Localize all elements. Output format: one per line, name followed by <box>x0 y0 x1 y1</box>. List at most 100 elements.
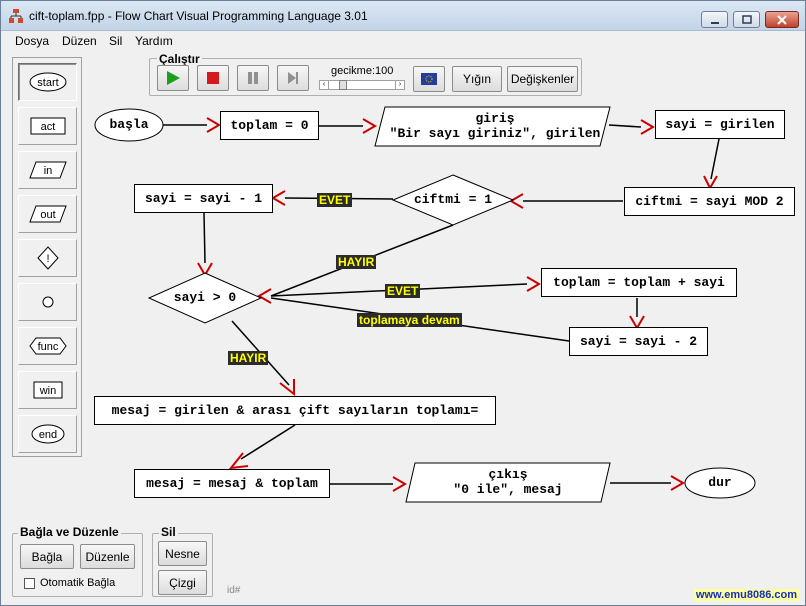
menu-bar: Dosya Düzen Sil Yardım <box>1 31 805 51</box>
output-node-title: çıkış <box>488 467 528 482</box>
menu-dosya[interactable]: Dosya <box>15 34 50 48</box>
node-mesaj-2[interactable]: mesaj = mesaj & toplam <box>134 469 330 498</box>
node-mesaj-1[interactable]: mesaj = girilen & arası çift sayıların t… <box>94 396 496 425</box>
edge-label-hayir: HAYIR <box>336 255 377 269</box>
output-node-body: "0 ile", mesaj <box>453 482 563 497</box>
win-shape-icon: win <box>33 381 62 399</box>
tool-win[interactable]: win <box>18 371 77 409</box>
svg-text:func: func <box>37 341 58 353</box>
svg-text:start: start <box>37 77 58 89</box>
minimize-icon <box>710 21 719 24</box>
slider-thumb[interactable] <box>338 80 347 90</box>
edge-giris-to-sayi[interactable] <box>608 124 642 128</box>
shape-toolbox: start act in out ! func win end <box>12 57 82 457</box>
slider-right-arrow[interactable]: › <box>395 81 404 89</box>
pause-button[interactable] <box>237 65 269 91</box>
connector-circle-icon <box>42 296 53 308</box>
delay-slider[interactable]: ‹ › <box>319 80 405 90</box>
node-ciftmi-mod[interactable]: ciftmi = sayi MOD 2 <box>624 187 795 216</box>
tool-act[interactable]: act <box>18 107 77 145</box>
node-toplam-0[interactable]: toplam = 0 <box>220 111 319 140</box>
step-button[interactable] <box>277 65 309 91</box>
tool-end[interactable]: end <box>18 415 77 453</box>
act-shape-icon: act <box>30 117 65 135</box>
tool-condition[interactable]: ! <box>18 239 77 277</box>
tool-connector[interactable] <box>18 283 77 321</box>
input-node[interactable] <box>374 106 611 147</box>
input-node-body: "Bir sayı giriniz", girilen <box>389 126 601 141</box>
menu-yardim[interactable]: Yardım <box>135 34 173 48</box>
variables-button[interactable]: Değişkenler <box>507 66 578 92</box>
input-node-title: giriş <box>475 111 515 126</box>
svg-text:end: end <box>38 429 56 441</box>
tool-out[interactable]: out <box>18 195 77 233</box>
slider-left-arrow[interactable]: ‹ <box>320 81 329 89</box>
decision-sayi-gt0[interactable] <box>147 272 263 324</box>
flowchart-app-icon <box>9 9 23 23</box>
output-node[interactable] <box>405 462 611 503</box>
stack-button[interactable]: Yığın <box>452 66 502 92</box>
connect-group-title: Bağla ve Düzenle <box>18 525 121 539</box>
auto-connect-label: Otomatik Bağla <box>40 577 116 589</box>
delete-line-button[interactable]: Çizgi <box>158 570 207 595</box>
end-node-label: dur <box>708 475 732 490</box>
decision-sayi-gt0-label: sayi > 0 <box>173 290 237 305</box>
delete-object-button[interactable]: Nesne <box>158 541 207 566</box>
edge-label-toplamaya-devam: toplamaya devam <box>357 313 462 327</box>
node-sayi-girilen[interactable]: sayi = girilen <box>655 110 785 139</box>
end-node[interactable] <box>684 467 756 499</box>
svg-text:!: ! <box>46 253 49 265</box>
close-button[interactable] <box>765 11 799 28</box>
tool-func[interactable]: func <box>18 327 77 365</box>
out-shape-icon: out <box>28 205 67 223</box>
tool-start[interactable]: start <box>18 63 77 101</box>
arrowhead-icon <box>392 476 407 492</box>
connect-button[interactable]: Bağla <box>20 544 74 569</box>
start-node-label: başla <box>109 117 149 132</box>
menu-duzen[interactable]: Düzen <box>62 34 97 48</box>
website-link[interactable]: www.emu8086.com <box>693 589 799 601</box>
node-sayi-minus-2[interactable]: sayi = sayi - 2 <box>569 327 708 356</box>
language-button[interactable] <box>413 66 445 92</box>
run-button[interactable] <box>157 65 189 91</box>
run-panel <box>149 58 582 96</box>
stop-icon <box>207 72 219 84</box>
window-title: cift-toplam.fpp - Flow Chart Visual Prog… <box>29 9 368 23</box>
step-icon <box>288 72 298 84</box>
arrowhead-icon <box>526 276 541 292</box>
minimize-button[interactable] <box>701 11 728 28</box>
arrowhead-icon <box>362 118 377 134</box>
start-shape-icon: start <box>29 72 66 92</box>
node-toplam-add[interactable]: toplam = toplam + sayi <box>541 268 737 297</box>
play-icon <box>167 71 180 85</box>
arrowhead-icon <box>640 119 655 135</box>
flag-icon <box>421 73 437 85</box>
delete-group <box>152 533 213 597</box>
in-shape-icon: in <box>28 161 67 179</box>
edge-sayi-to-ciftmi[interactable] <box>710 138 720 180</box>
selected-id-label: id# <box>227 585 241 596</box>
svg-text:act: act <box>40 121 55 133</box>
arrowhead-icon <box>271 190 286 206</box>
decision-ciftmi[interactable] <box>391 174 515 226</box>
tool-in[interactable]: in <box>18 151 77 189</box>
delay-label: gecikme:100 <box>331 65 394 77</box>
edge-mesaj1-to-mesaj2[interactable] <box>240 424 296 460</box>
end-shape-icon: end <box>31 424 64 444</box>
menu-sil[interactable]: Sil <box>109 34 123 48</box>
svg-text:in: in <box>43 165 52 177</box>
edge-minus1-to-gt0[interactable] <box>203 212 206 264</box>
arrowhead-icon <box>279 379 295 397</box>
decision-ciftmi-label: ciftmi = 1 <box>413 192 492 207</box>
condition-diamond-icon: ! <box>36 246 59 270</box>
svg-text:out: out <box>40 209 55 221</box>
node-sayi-minus-1[interactable]: sayi = sayi - 1 <box>134 184 273 213</box>
arrowhead-icon <box>257 288 272 304</box>
stop-button[interactable] <box>197 65 229 91</box>
auto-connect-checkbox[interactable] <box>24 578 35 589</box>
start-node[interactable] <box>94 108 164 142</box>
edit-button[interactable]: Düzenle <box>80 544 135 569</box>
arrowhead-icon <box>228 452 249 470</box>
maximize-button[interactable] <box>733 11 760 28</box>
